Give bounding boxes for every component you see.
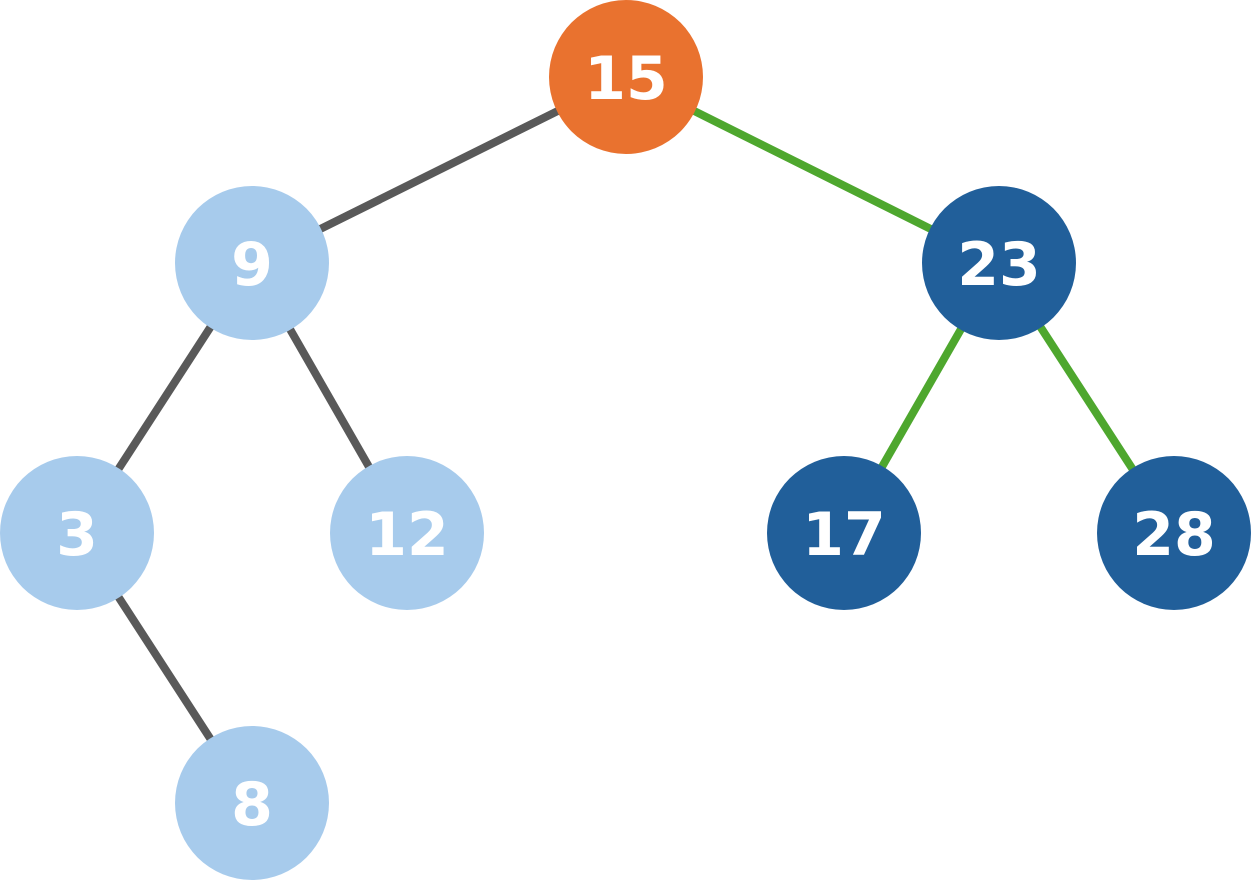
node-label: 17 <box>802 500 886 570</box>
node-circle <box>1097 456 1251 610</box>
node-circle <box>922 186 1076 340</box>
edges-layer <box>114 106 1137 743</box>
tree-node-9: 9 <box>175 186 329 340</box>
node-circle <box>330 456 484 610</box>
tree-node-23: 23 <box>922 186 1076 340</box>
node-label: 15 <box>584 44 668 114</box>
node-circle <box>0 456 154 610</box>
node-label: 28 <box>1132 500 1216 570</box>
tree-node-12: 12 <box>330 456 484 610</box>
edge-n15-n9 <box>317 106 561 234</box>
edge-n9-n12 <box>285 326 374 470</box>
node-circle <box>549 0 703 154</box>
tree-node-28: 28 <box>1097 456 1251 610</box>
node-label: 23 <box>957 230 1041 300</box>
node-label: 8 <box>231 770 273 840</box>
edge-n3-n8 <box>114 593 215 743</box>
node-circle <box>767 456 921 610</box>
node-label: 9 <box>231 230 273 300</box>
tree-node-8: 8 <box>175 726 329 880</box>
tree-node-17: 17 <box>767 456 921 610</box>
node-label: 3 <box>56 500 98 570</box>
edge-n23-n17 <box>877 326 966 470</box>
node-circle <box>175 186 329 340</box>
edge-n15-n23 <box>691 106 934 234</box>
edge-n9-n3 <box>114 323 215 473</box>
tree-node-15: 15 <box>549 0 703 154</box>
node-circle <box>175 726 329 880</box>
node-label: 12 <box>365 500 449 570</box>
tree-node-3: 3 <box>0 456 154 610</box>
edge-n23-n28 <box>1036 323 1137 473</box>
